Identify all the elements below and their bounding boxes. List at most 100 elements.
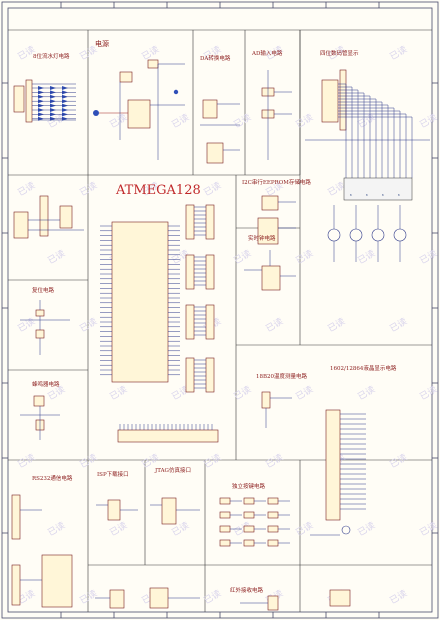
key-switch xyxy=(219,525,231,533)
dac-circuit: DA转换电路 xyxy=(200,54,240,164)
bottom-strip xyxy=(95,587,351,609)
watermark-mark: 已读 xyxy=(16,315,38,334)
watermark-mark: 已读 xyxy=(294,383,316,402)
temperature-circuit: 18B20温度测量电路 xyxy=(256,372,308,428)
isp-circuit-title: ISP下载接口 xyxy=(97,470,129,478)
keys-circuit: 独立按键电路 xyxy=(219,482,290,547)
isp-circuit: ISP下载接口 xyxy=(96,470,138,521)
key-switch xyxy=(243,497,255,505)
transistor xyxy=(371,228,385,242)
rs232-circuit-title: RS232通信电路 xyxy=(32,474,73,482)
reset-circuit-title: 复位电路 xyxy=(32,286,55,294)
watermark-mark: 已读 xyxy=(356,383,378,402)
power-circuit-title: 电源 xyxy=(95,39,109,48)
watermark-mark: 已读 xyxy=(108,383,130,402)
watermark-mark: 已读 xyxy=(16,451,38,470)
buzzer-circuit: 蜂鸣器电路 xyxy=(20,380,60,440)
watermark-mark: 已读 xyxy=(78,179,100,198)
seven-segment-circuit: 四位数码管显示 8 8 8 8 xyxy=(305,49,430,262)
lcd-circuit-title: 1602/12864液晶显示电路 xyxy=(330,364,397,372)
watermark-mark: 已读 xyxy=(418,383,440,402)
watermark-mark: 已读 xyxy=(388,451,410,470)
segment-digit: 8 xyxy=(366,193,368,197)
mcu-chip xyxy=(111,221,169,383)
watermark-mark: 已读 xyxy=(108,111,130,130)
power-circuit: 电源 xyxy=(93,39,185,160)
jtag-circuit: JTAG仿真接口 xyxy=(150,466,200,525)
left-connector xyxy=(13,195,84,239)
watermark-mark: 已读 xyxy=(46,247,68,266)
watermark-mark: 已读 xyxy=(294,111,316,130)
watermark-mark: 已读 xyxy=(108,519,130,538)
led-circuit: 8位流水灯电路 xyxy=(13,52,76,123)
watermark-mark: 已读 xyxy=(418,247,440,266)
adc-circuit-title: AD输入电路 xyxy=(251,49,283,57)
key-switch xyxy=(267,539,279,547)
watermark-mark: 已读 xyxy=(418,111,440,130)
key-switch xyxy=(219,511,231,519)
watermark-mark: 已读 xyxy=(78,451,100,470)
mcu-chip-title: ATMEGA128 xyxy=(115,183,201,198)
watermark-mark: 已读 xyxy=(264,451,286,470)
eeprom-circuit: I2C串行EEPROM存储电路 xyxy=(242,178,311,245)
rtc-circuit: 实时钟电路 xyxy=(244,234,296,291)
dac-circuit-title: DA转换电路 xyxy=(200,54,231,62)
panel-borders xyxy=(8,29,432,612)
segment-digit: 8 xyxy=(398,193,400,197)
key-switch xyxy=(219,497,231,505)
watermark-mark: 已读 xyxy=(356,519,378,538)
segment-digit: 8 xyxy=(350,193,352,197)
watermark-mark: 已读 xyxy=(294,247,316,266)
lcd-circuit: 1602/12864液晶显示电路 xyxy=(310,364,397,536)
segment-digit: 8 xyxy=(382,193,384,197)
watermark-mark: 已读 xyxy=(264,315,286,334)
watermark-layer: 已读已读已读已读已读已读已读已读已读已读已读已读已读已读已读已读已读已读已读已读… xyxy=(16,43,440,606)
watermark-mark: 已读 xyxy=(232,111,254,130)
ir-circuit-title: 红外接收电路 xyxy=(230,586,264,594)
temperature-circuit-title: 18B20温度测量电路 xyxy=(256,372,308,380)
mcu-section: ATMEGA128 xyxy=(100,183,219,443)
watermark-mark: 已读 xyxy=(294,519,316,538)
watermark-mark: 已读 xyxy=(326,315,348,334)
watermark-mark: 已读 xyxy=(140,43,162,62)
key-switch xyxy=(243,539,255,547)
watermark-mark: 已读 xyxy=(388,43,410,62)
watermark-mark: 已读 xyxy=(46,519,68,538)
key-switch xyxy=(267,497,279,505)
keys-circuit-title: 独立按键电路 xyxy=(232,482,266,490)
watermark-mark: 已读 xyxy=(78,587,100,606)
watermark-mark: 已读 xyxy=(356,247,378,266)
watermark-mark: 已读 xyxy=(16,179,38,198)
reset-circuit: 复位电路 xyxy=(20,286,70,355)
watermark-mark: 已读 xyxy=(202,179,224,198)
watermark-mark: 已读 xyxy=(202,451,224,470)
adc-circuit: AD输入电路 xyxy=(251,49,292,160)
transistor xyxy=(327,228,341,242)
rtc-circuit-title: 实时钟电路 xyxy=(248,234,276,242)
buzzer-circuit-title: 蜂鸣器电路 xyxy=(32,380,60,388)
key-switch xyxy=(243,511,255,519)
watermark-mark: 已读 xyxy=(78,315,100,334)
watermark-mark: 已读 xyxy=(232,383,254,402)
key-switch xyxy=(219,539,231,547)
transistor xyxy=(349,228,363,242)
watermark-mark: 已读 xyxy=(232,247,254,266)
ir-circuit: 红外接收电路 xyxy=(230,586,279,611)
led-circuit-title: 8位流水灯电路 xyxy=(33,52,70,60)
key-switch xyxy=(243,525,255,533)
watermark-mark: 已读 xyxy=(418,519,440,538)
key-switch xyxy=(267,511,279,519)
transistor xyxy=(393,228,407,242)
watermark-mark: 已读 xyxy=(170,111,192,130)
watermark-mark: 已读 xyxy=(388,315,410,334)
eeprom-circuit-title: I2C串行EEPROM存储电路 xyxy=(242,178,311,186)
seven-segment-display xyxy=(343,177,413,201)
jtag-circuit-title: JTAG仿真接口 xyxy=(154,466,191,474)
seven-segment-title: 四位数码管显示 xyxy=(320,49,359,57)
rs232-circuit: RS232通信电路 xyxy=(11,474,73,608)
key-switch xyxy=(267,525,279,533)
watermark-mark: 已读 xyxy=(388,587,410,606)
